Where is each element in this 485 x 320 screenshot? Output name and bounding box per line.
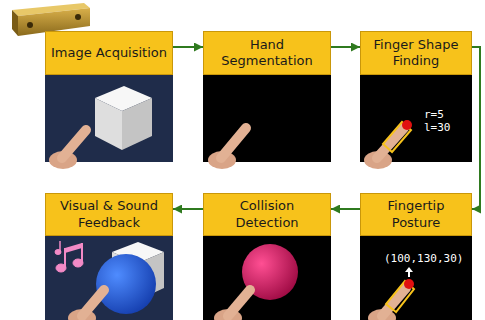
photo-panel	[45, 75, 173, 169]
step-box: Image Acquisition	[45, 31, 173, 75]
step-title: Hand Segmentation	[208, 37, 326, 70]
finger	[82, 290, 104, 316]
step-box: Collision Detection	[203, 193, 331, 236]
photo-background	[45, 236, 173, 320]
music-notes	[55, 241, 83, 272]
step-box: Fingertip Posture	[360, 193, 472, 236]
flow-arrow	[173, 46, 203, 48]
step-title: Visual & Sound Feedback	[50, 198, 168, 231]
note-beam	[65, 243, 82, 253]
posture-panel	[360, 236, 472, 320]
step-title: Collision Detection	[208, 198, 326, 231]
direction-arrowhead	[405, 267, 413, 272]
step-title: Finger Shape Finding	[365, 37, 467, 70]
collision-panel	[203, 236, 331, 320]
flow-arrow	[331, 208, 360, 210]
step-title: Image Acquisition	[51, 45, 167, 61]
finger	[382, 288, 406, 316]
camera-lens	[75, 14, 81, 20]
camera-side	[12, 10, 18, 36]
annotation-label: r=5	[424, 108, 444, 121]
finger	[228, 290, 250, 316]
panel-background	[203, 75, 331, 162]
camera-lens	[27, 22, 33, 28]
finger	[221, 128, 246, 158]
cube-right	[122, 98, 152, 150]
flow-arrow	[472, 47, 480, 209]
shape-panel	[360, 75, 472, 169]
panel-background	[203, 236, 331, 320]
annotation-label: l=30	[424, 121, 451, 134]
flow-arrow	[331, 46, 360, 48]
cube-left	[95, 98, 122, 150]
step-box: Visual & Sound Feedback	[45, 193, 173, 236]
panel-background	[360, 236, 472, 320]
annotation-label: (100,130,30)	[384, 252, 463, 265]
panel-background	[360, 75, 472, 162]
finger	[62, 130, 86, 158]
flow-arrow	[173, 208, 203, 210]
note-stem	[59, 241, 61, 252]
photo-background	[45, 75, 173, 162]
fingertip-dot	[402, 120, 412, 130]
feedback-panel	[45, 236, 173, 320]
step-title: Fingertip Posture	[365, 198, 467, 231]
virtual-sphere	[96, 254, 156, 314]
fingertip-dot	[404, 279, 414, 289]
segmentation-panel	[203, 75, 331, 169]
step-box: Hand Segmentation	[203, 31, 331, 75]
step-box: Finger Shape Finding	[360, 31, 472, 75]
